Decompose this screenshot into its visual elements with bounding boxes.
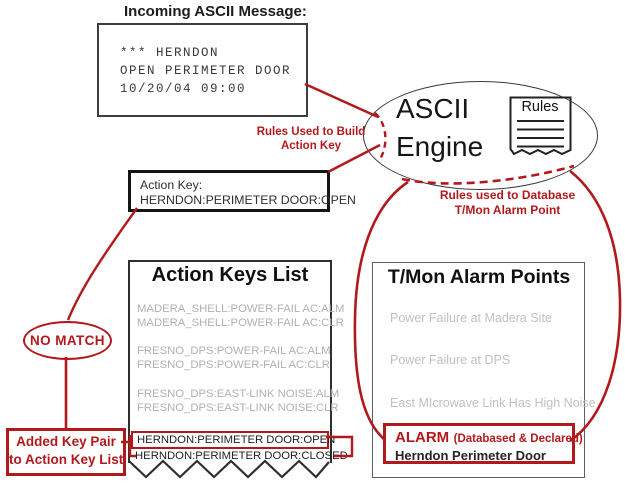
ascii-engine-title-word2: Engine [396,131,484,162]
action-keys-list-title: Action Keys List [151,264,309,286]
declared-alarm-box: ALARM (Databased & Declared) Herndon Per… [383,423,583,464]
build-action-key-note: Rules Used to Build Action Key [233,126,389,153]
list-torn-edge [128,459,330,479]
incoming-message-line-2: OPEN PERIMETER DOOR [120,64,292,78]
action-key-row: FRESNO_DPS:POWER-FAIL AC:ALM [137,345,331,357]
action-key-row: MADERA_SHELL:POWER-FAIL AC:CLR [137,317,344,329]
action-key-row: MADERA_SHELL:POWER-FAIL AC:ALM [137,303,345,315]
action-key-value: HERNDON:PERIMETER DOOR:OPEN [140,192,356,207]
ascii-engine-title-word1: ASCII [396,93,470,124]
action-keys-list-box [128,260,332,463]
matched-open-key: HERNDON:PERIMETER DOOR:OPEN [137,434,336,446]
alarm-point-name: Herndon Perimeter Door [395,448,546,463]
message-to-engine-line [304,82,379,119]
added-key-pair-line2: to Action Key List [9,451,124,467]
build-action-key-note-line1: Rules Used to Build [256,126,366,138]
matched-closed-key: HERNDON:PERIMETER DOOR:CLOSED [135,450,348,462]
incoming-message-box [97,23,308,117]
tmon-alarm-row: Power Failure at DPS [390,353,511,367]
tmon-alarm-row: East MIcrowave Link Has High Noise [390,396,596,410]
database-alarm-point-note-line2: T/Mon Alarm Point [454,203,561,217]
added-key-pair-line1: Added Key Pair [16,434,116,449]
action-key-row: FRESNO_DPS:EAST-LINK NOISE:ALM [137,388,340,400]
action-key-label: Action Key: [140,178,203,192]
tmon-alarm-row: Power Failure at Madera Site [390,311,552,325]
database-alarm-point-note-line1: Rules used to Database [439,188,576,202]
action-key-row: FRESNO_DPS:POWER-FAIL AC:CLR [137,359,330,371]
build-action-key-note-line2: Action Key [280,139,342,152]
incoming-message-heading: Incoming ASCII Message: [124,3,307,20]
rules-icon-label: Rules [521,99,559,115]
action-key-to-no-match-line [66,207,138,321]
matched-open-key-highlight: HERNDON:PERIMETER DOOR:OPEN [131,431,335,449]
no-match-ellipse: NO MATCH [23,321,112,360]
action-key-row: FRESNO_DPS:EAST-LINK NOISE:CLR [137,402,339,414]
added-key-pair-box: Added Key Pair to Action Key List [6,428,126,476]
incoming-message-line-1: *** HERNDON [120,46,220,60]
no-match-label: NO MATCH [30,333,105,348]
ascii-engine-title: ASCII Engine [396,90,483,166]
alarm-status: ALARM [395,429,450,446]
incoming-message-line-3: 10/20/04 09:00 [120,82,247,96]
database-alarm-point-note: Rules used to Database T/Mon Alarm Point [415,188,600,218]
tmon-alarm-points-title: T/Mon Alarm Points [387,266,571,288]
action-key-box: Action Key: HERNDON:PERIMETER DOOR:OPEN [128,170,356,212]
alarm-status-note: (Databased & Declared) [453,433,583,445]
